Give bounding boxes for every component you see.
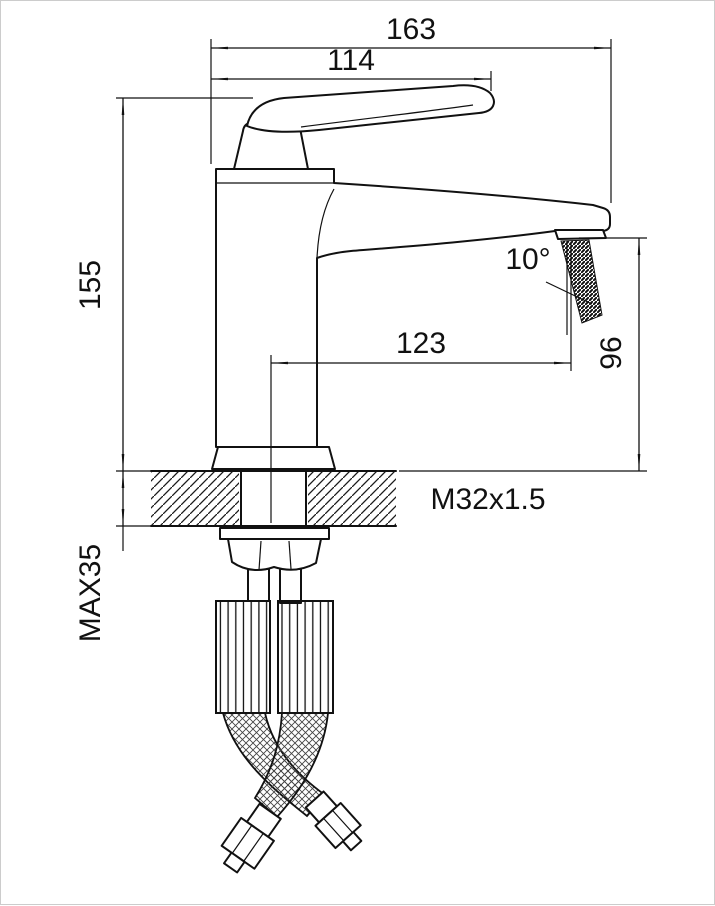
faucet-body-and-spout (215, 168, 611, 448)
mounting-nut-facet-line (288, 540, 292, 570)
dim-label-handle-length: 114 (327, 44, 375, 77)
dim-label-thread: M32x1.5 (430, 483, 545, 516)
dim-label-body-height: 155 (74, 260, 107, 310)
fitting-tip (223, 851, 246, 874)
fitting-hex-facet (231, 825, 264, 862)
base-flange (211, 446, 336, 470)
handle-lever (246, 84, 495, 133)
hose-crimp-sleeve-right (277, 600, 334, 714)
dimension-114: 114 (211, 44, 491, 81)
handle-lever-detail (300, 104, 474, 128)
angle-leader-line (545, 281, 593, 305)
label-thread-spec: M32x1.5 (430, 483, 545, 516)
hose-fitting-left (220, 802, 282, 874)
mounting-nut (227, 538, 322, 572)
dim-label-stream-angle: 10° (505, 243, 550, 276)
hose-crimp-sleeve-left-ribs (215, 600, 271, 714)
dimension-163: 163 (211, 13, 611, 50)
dimension-96: 96 (595, 238, 641, 471)
dim-label-outlet-height: 96 (595, 336, 628, 369)
dimension-155: 155 (74, 98, 125, 471)
fitting-hex-facet (323, 809, 354, 842)
dim-label-spout-reach: 123 (396, 327, 446, 360)
hose-nipple-left (247, 568, 270, 604)
countertop-hatch-left (151, 471, 239, 526)
supply-hoses (215, 600, 363, 874)
faucet-assembly (211, 84, 611, 470)
dim-label-max-mounting: MAX35 (74, 544, 107, 642)
countertop-hatch-right (308, 471, 396, 526)
dimension-max35: MAX35 (74, 471, 125, 642)
dimension-angle-10: 10° (505, 243, 550, 276)
dimensions: 163 114 155 123 96 MAX35 10° M32x1.5 (74, 13, 647, 642)
mounting-washer (219, 527, 330, 540)
hose-fitting-right (304, 790, 363, 852)
spout-body-blend (316, 188, 335, 259)
mounting-nut-facet-line (258, 540, 262, 571)
hose-nipple-right (279, 568, 302, 604)
dim-label-total-length: 163 (386, 13, 436, 46)
mounting-hardware (219, 527, 330, 604)
fitting-tip (341, 830, 363, 852)
dimension-123: 123 (271, 327, 571, 365)
countertop-section (150, 468, 397, 529)
